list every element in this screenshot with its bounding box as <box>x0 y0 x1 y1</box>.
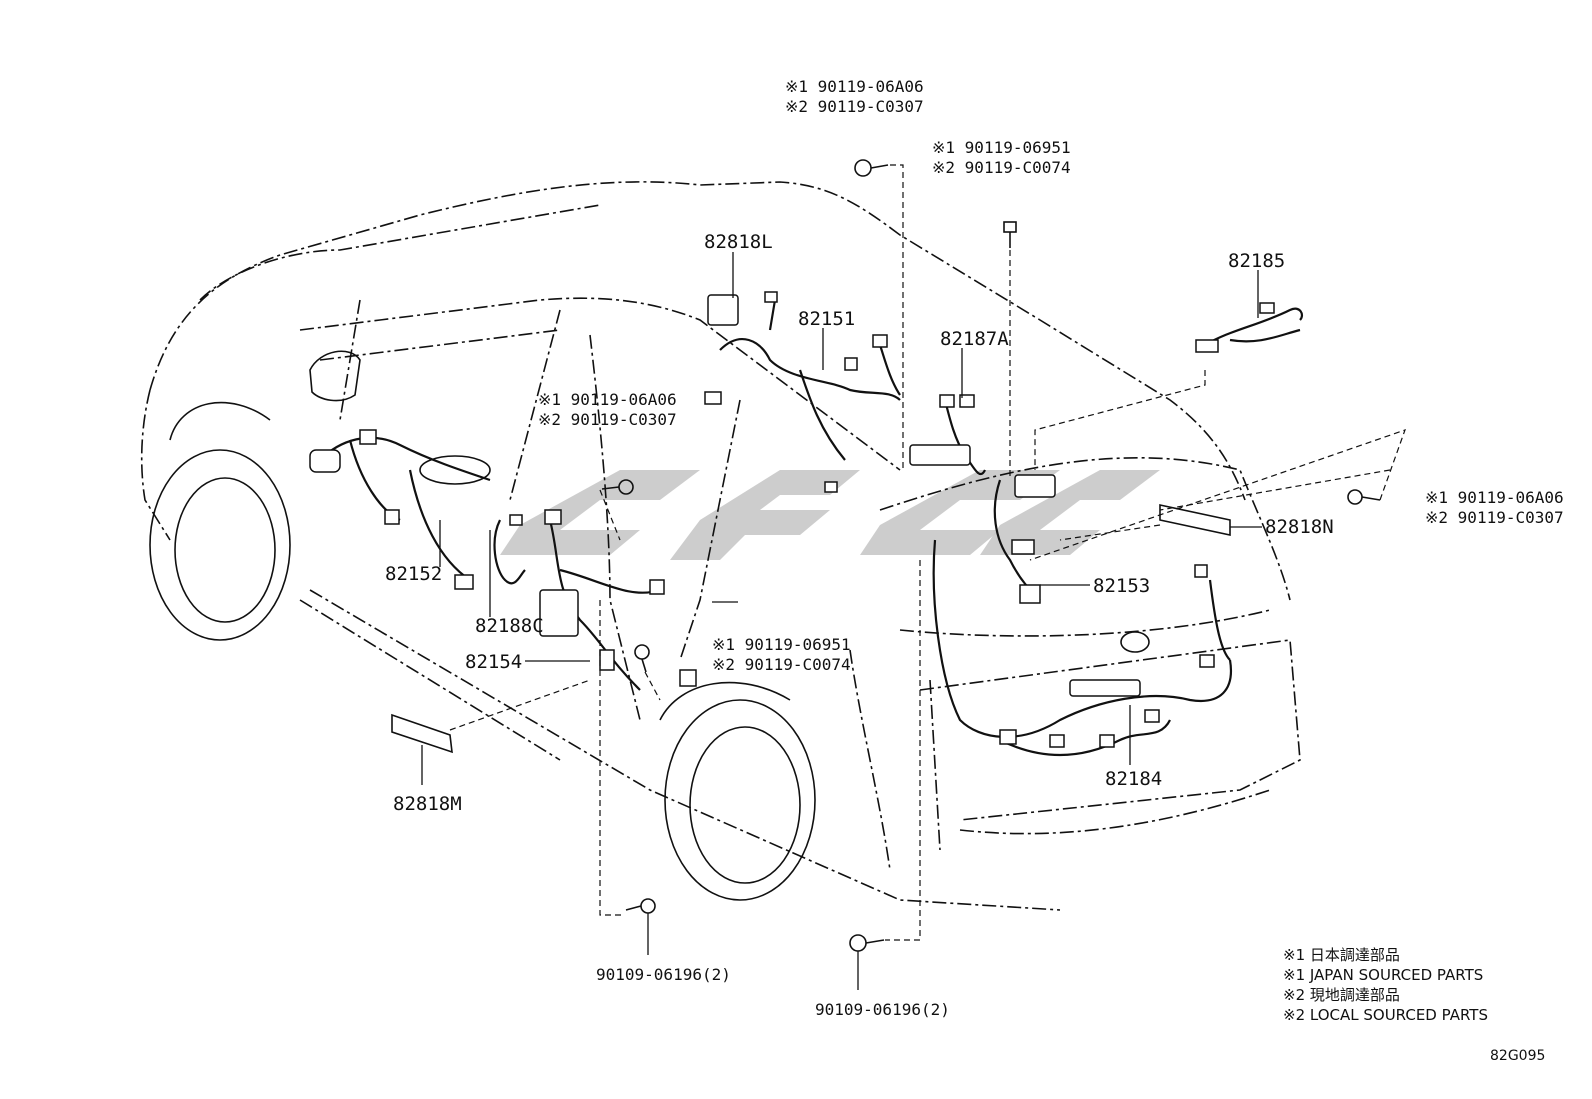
callout-top-right-line1: ※1 90119-06951 <box>932 138 1071 157</box>
callout-top-right-line2: ※2 90119-C0074 <box>932 158 1071 177</box>
callout-top-center-line1: ※1 90119-06A06 <box>785 77 924 96</box>
callout-center-line1: ※1 90119-06951 <box>712 635 851 654</box>
harness-82151 <box>704 291 901 493</box>
callout-center-line2: ※2 90119-C0074 <box>712 655 851 674</box>
part-label-82152: 82152 <box>385 563 442 585</box>
part-label-82818N: 82818N <box>1265 516 1334 538</box>
vehicle-outline <box>140 181 1301 911</box>
bolt-icon-top-center <box>854 159 889 177</box>
bolt-label-bottom-left: 90109-06196(2) <box>596 965 731 984</box>
legend-line-2: ※1 JAPAN SOURCED PARTS <box>1283 966 1483 984</box>
watermark-logo <box>500 470 1160 560</box>
callout-top-center-line2: ※2 90119-C0307 <box>785 97 924 116</box>
bolt-icon-bottom-right <box>849 934 885 952</box>
part-label-82154: 82154 <box>465 651 522 673</box>
callout-right-line2: ※2 90119-C0307 <box>1425 508 1564 527</box>
legend-line-3: ※2 現地調達部品 <box>1283 986 1400 1004</box>
part-label-82818L: 82818L <box>704 231 773 253</box>
callout-mid-left-line1: ※1 90119-06A06 <box>538 390 677 409</box>
harness-82152 <box>309 429 491 590</box>
diagram-code: 82G095 <box>1490 1048 1545 1064</box>
harness-82154 <box>539 509 697 691</box>
bolt-icon-center <box>634 644 650 673</box>
harness-82153 <box>993 474 1056 604</box>
leader-lines <box>421 252 1262 990</box>
harness-82188C <box>493 514 526 585</box>
legend-line-4: ※2 LOCAL SOURCED PARTS <box>1283 1006 1488 1024</box>
callout-right-line1: ※1 90119-06A06 <box>1425 488 1564 507</box>
callout-mid-left-line2: ※2 90119-C0307 <box>538 410 677 429</box>
part-82818M-shape <box>391 713 453 754</box>
part-label-82185: 82185 <box>1228 250 1285 272</box>
harness-82185 <box>1195 302 1304 353</box>
harness-82184 <box>932 539 1233 757</box>
part-82818N-shape <box>1159 504 1231 536</box>
harness-82187A <box>909 394 986 476</box>
part-label-82153: 82153 <box>1093 575 1150 597</box>
bolt-icon-mid-left <box>601 479 634 495</box>
bolt-icon-bottom-left <box>625 898 656 914</box>
part-label-82184: 82184 <box>1105 768 1162 790</box>
part-label-82151: 82151 <box>798 308 855 330</box>
bolt-icon-right <box>1347 489 1381 505</box>
part-label-82188C: 82188C <box>475 615 544 637</box>
bolt-icon-top-right <box>1003 221 1017 248</box>
reference-lines <box>449 164 1406 941</box>
part-label-82187A: 82187A <box>940 328 1009 350</box>
bolt-label-bottom-right: 90109-06196(2) <box>815 1000 950 1019</box>
part-label-82818M: 82818M <box>393 793 462 815</box>
legend-line-1: ※1 日本調達部品 <box>1283 946 1400 964</box>
